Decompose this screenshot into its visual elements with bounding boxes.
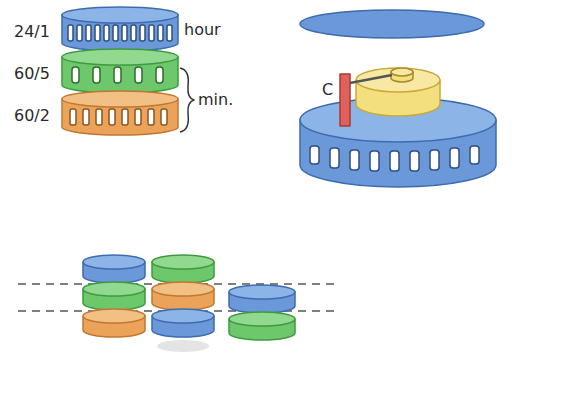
slot	[167, 25, 172, 41]
drum-slots	[72, 67, 163, 83]
drum-top	[83, 309, 145, 323]
part-label: C	[322, 80, 333, 99]
slot	[158, 25, 163, 41]
ratio-label: 60/5	[14, 64, 50, 83]
slot	[135, 67, 142, 83]
slot	[93, 67, 100, 83]
slot	[83, 109, 89, 125]
slot	[104, 25, 109, 41]
minute-drum-2	[62, 91, 178, 135]
knob-top	[391, 68, 413, 76]
slot	[113, 25, 118, 41]
drum-top	[62, 49, 178, 65]
slot	[68, 25, 73, 41]
drum-stack	[83, 255, 145, 337]
slot	[70, 109, 76, 125]
slot	[122, 25, 127, 41]
slot	[370, 151, 379, 171]
slot	[330, 148, 339, 168]
drum-top	[83, 282, 145, 296]
slot	[450, 148, 459, 168]
drum-top	[229, 285, 295, 299]
slot	[109, 109, 115, 125]
slot	[140, 25, 145, 41]
slot	[122, 109, 128, 125]
yellow-cylinder	[356, 68, 440, 116]
slot	[95, 25, 100, 41]
slot	[77, 25, 82, 41]
slot	[114, 67, 121, 83]
disc-slots	[310, 146, 479, 171]
unit-label: hour	[184, 20, 221, 39]
drum-top	[62, 91, 178, 107]
slot	[96, 109, 102, 125]
contact-bar	[340, 74, 350, 126]
drum-top	[62, 7, 178, 23]
drum-slots	[70, 109, 167, 125]
slot	[390, 151, 399, 171]
drum-stack	[152, 255, 214, 337]
slot	[430, 150, 439, 170]
hour-drum	[62, 7, 178, 51]
arm	[350, 75, 392, 83]
drum-top	[83, 255, 145, 269]
slot	[72, 67, 79, 83]
drum-top	[229, 312, 295, 326]
drum-top	[152, 309, 214, 323]
drum-stack	[229, 285, 295, 340]
slot	[131, 25, 136, 41]
slot	[135, 109, 141, 125]
ratio-label: 60/2	[14, 106, 50, 125]
slot	[310, 146, 319, 164]
drum-slots	[68, 25, 172, 41]
slot	[148, 109, 154, 125]
unit-label: min.	[198, 90, 233, 109]
minute-drum-5	[62, 49, 178, 93]
bracket	[180, 68, 194, 132]
slot	[86, 25, 91, 41]
ratio-label: 24/1	[14, 22, 50, 41]
lid	[300, 10, 484, 38]
slot	[149, 25, 154, 41]
slot	[156, 67, 163, 83]
slot	[410, 151, 419, 171]
drum-top	[152, 255, 214, 269]
slot	[470, 146, 479, 164]
shadow	[157, 340, 209, 352]
slot	[161, 109, 167, 125]
drum-top	[152, 282, 214, 296]
slot	[350, 150, 359, 170]
